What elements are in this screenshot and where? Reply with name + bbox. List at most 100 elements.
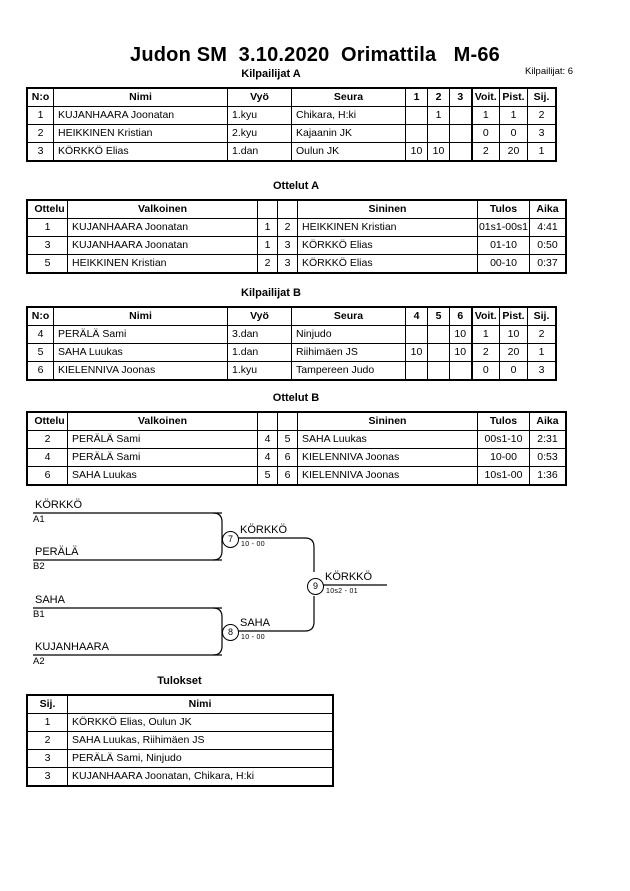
col-match: Ottelu <box>27 412 68 431</box>
cell-m3 <box>449 106 472 125</box>
col-no: N:o <box>27 307 54 326</box>
pool-a-caption: Kilpailijat A <box>241 68 301 80</box>
cell-match: 4 <box>27 448 68 467</box>
table-row: 5 HEIKKINEN Kristian 2 3 KÖRKKÖ Elias 00… <box>27 254 566 273</box>
bracket-final-score: 10s2 - 01 <box>326 588 358 595</box>
col-points: Pist. <box>499 307 528 326</box>
cell-name: PERÄLÄ Sami, Ninjudo <box>67 749 333 768</box>
cell-time: 2:31 <box>529 430 566 449</box>
matches-a-table: Ottelu Valkoinen Sininen Tulos Aika 1 KU… <box>26 199 567 274</box>
bracket-entry-seed: B1 <box>33 609 45 620</box>
cell-rank: 3 <box>527 361 556 380</box>
cell-white-no: 4 <box>257 430 278 449</box>
entrants-count: Kilpailijat: 6 <box>525 66 574 77</box>
table-row: 6 KIELENNIVA Joonas 1.kyu Tampereen Judo… <box>27 361 556 380</box>
cell-no: 1 <box>27 106 54 125</box>
bracket-entry-seed: A1 <box>33 514 45 525</box>
cell-rank: 1 <box>527 343 556 362</box>
cell-wins: 1 <box>470 106 500 125</box>
table-header-row: Sij. Nimi <box>27 695 333 714</box>
col-white: Valkoinen <box>67 412 258 431</box>
cell-points: 1 <box>499 106 528 125</box>
pool-b-caption: Kilpailijat B <box>241 287 301 299</box>
col-blue-no <box>277 200 298 219</box>
cell-m5 <box>427 361 450 380</box>
cell-m6: 10 <box>449 343 472 362</box>
cell-name: KÖRKKÖ Elias <box>53 142 228 161</box>
col-opponent-4: 4 <box>405 307 428 326</box>
bracket-entry-seed: B2 <box>33 561 45 572</box>
bracket-node-score: 10 - 00 <box>241 541 265 548</box>
cell-club: Tampereen Judo <box>291 361 406 380</box>
col-time: Aika <box>529 200 566 219</box>
bracket-match-node-7[interactable]: 7 <box>222 531 239 548</box>
cell-result: 00-10 <box>477 254 530 273</box>
cell-m1 <box>405 106 428 125</box>
cell-match: 3 <box>27 236 68 255</box>
table-row: 1 KÖRKKÖ Elias, Oulun JK <box>27 713 333 732</box>
table-header-row: Ottelu Valkoinen Sininen Tulos Aika <box>27 412 566 431</box>
cell-wins: 0 <box>470 361 500 380</box>
cell-rank: 1 <box>27 713 68 732</box>
col-white: Valkoinen <box>67 200 258 219</box>
matches-b-table: Ottelu Valkoinen Sininen Tulos Aika 2 PE… <box>26 411 567 486</box>
cell-belt: 1.kyu <box>227 361 292 380</box>
col-rank: Sij. <box>27 695 68 714</box>
table-row: 2 HEIKKINEN Kristian 2.kyu Kajaanin JK 0… <box>27 124 556 143</box>
cell-belt: 2.kyu <box>227 124 292 143</box>
bracket-match-node-9[interactable]: 9 <box>307 578 324 595</box>
col-points: Pist. <box>499 88 528 107</box>
cell-m4 <box>405 325 428 344</box>
bracket-entry-name: PERÄLÄ <box>35 546 79 558</box>
cell-m1 <box>405 124 428 143</box>
cell-rank: 3 <box>27 749 68 768</box>
col-no: N:o <box>27 88 54 107</box>
cell-rank: 2 <box>27 731 68 750</box>
table-row: 6 SAHA Luukas 5 6 KIELENNIVA Joonas 10s1… <box>27 466 566 485</box>
cell-club: Kajaanin JK <box>291 124 406 143</box>
cell-white-no: 1 <box>257 218 278 237</box>
bracket-entry-seed: A2 <box>33 656 45 667</box>
cell-m5 <box>427 325 450 344</box>
cell-club: Chikara, H:ki <box>291 106 406 125</box>
col-rank: Sij. <box>527 88 556 107</box>
cell-m1: 10 <box>405 142 428 161</box>
bracket-node-winner: SAHA <box>240 617 270 629</box>
table-row: 1 KUJANHAARA Joonatan 1 2 HEIKKINEN Kris… <box>27 218 566 237</box>
cell-blue-no: 2 <box>277 218 298 237</box>
cell-blue-no: 5 <box>277 430 298 449</box>
table-header-row: Ottelu Valkoinen Sininen Tulos Aika <box>27 200 566 219</box>
cell-name: KIELENNIVA Joonas <box>53 361 228 380</box>
table-row: 1 KUJANHAARA Joonatan 1.kyu Chikara, H:k… <box>27 106 556 125</box>
pool-b-table: N:o Nimi Vyö Seura 4 5 6 Voit. Pist. Sij… <box>26 306 557 381</box>
col-match: Ottelu <box>27 200 68 219</box>
bracket-match-node-8[interactable]: 8 <box>222 624 239 641</box>
cell-blue-no: 6 <box>277 466 298 485</box>
cell-belt: 1.dan <box>227 142 292 161</box>
pool-a-table: N:o Nimi Vyö Seura 1 2 3 Voit. Pist. Sij… <box>26 87 557 162</box>
col-opponent-6: 6 <box>449 307 472 326</box>
cell-name: KUJANHAARA Joonatan, Chikara, H:ki <box>67 767 333 786</box>
table-row: 2 SAHA Luukas, Riihimäen JS <box>27 731 333 750</box>
bracket-node-score: 10 - 00 <box>241 634 265 641</box>
cell-m3 <box>449 124 472 143</box>
cell-blue-no: 6 <box>277 448 298 467</box>
col-name: Nimi <box>53 307 228 326</box>
cell-white: KUJANHAARA Joonatan <box>67 218 258 237</box>
cell-name: SAHA Luukas <box>53 343 228 362</box>
cell-time: 4:41 <box>529 218 566 237</box>
col-result: Tulos <box>477 200 530 219</box>
cell-white-no: 2 <box>257 254 278 273</box>
cell-club: Oulun JK <box>291 142 406 161</box>
cell-time: 0:37 <box>529 254 566 273</box>
cell-result: 01-10 <box>477 236 530 255</box>
cell-m4: 10 <box>405 343 428 362</box>
cell-result: 10s1-00 <box>477 466 530 485</box>
cell-points: 20 <box>499 142 528 161</box>
bracket-node-winner: KÖRKKÖ <box>240 524 288 536</box>
cell-blue-no: 3 <box>277 254 298 273</box>
results-caption: Tulokset <box>157 675 202 687</box>
cell-points: 10 <box>499 325 528 344</box>
cell-name: HEIKKINEN Kristian <box>53 124 228 143</box>
cell-points: 0 <box>499 124 528 143</box>
